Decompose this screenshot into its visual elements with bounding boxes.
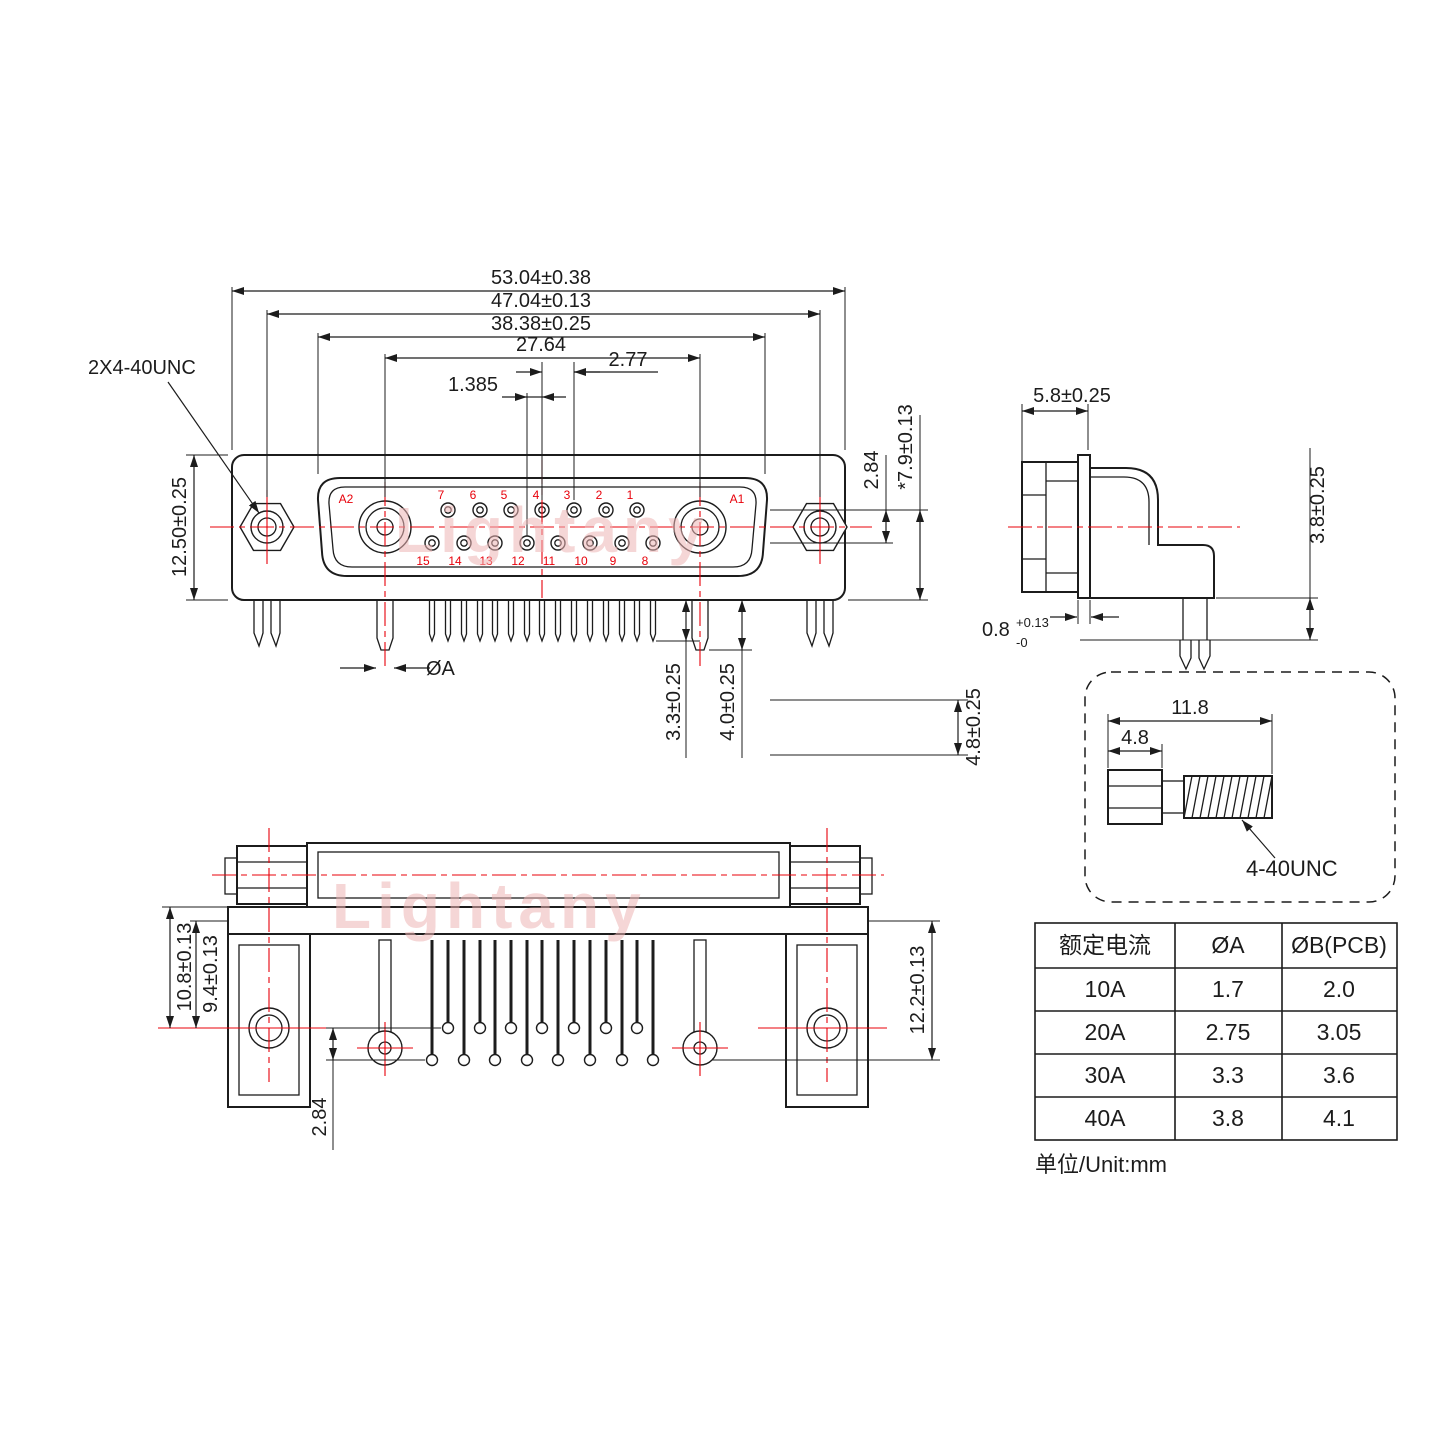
dim-9-4: 9.4±0.13 xyxy=(200,935,222,1013)
pcb-holes-shallow xyxy=(441,1021,644,1035)
front-view-centerlines xyxy=(210,460,872,666)
contacts-bottom-row xyxy=(424,535,661,551)
dim-1-385: 1.385 xyxy=(448,374,498,396)
pin-label-6: 6 xyxy=(470,488,477,502)
table-header-phi-b: ØB(PCB) xyxy=(1291,932,1387,958)
screw-dimensions xyxy=(1107,714,1276,859)
dim-2-77: 2.77 xyxy=(609,349,648,371)
watermark: Lightany xyxy=(332,870,647,942)
dim-3-3: 3.3±0.25 xyxy=(663,663,685,741)
pin-label-2: 2 xyxy=(596,488,603,502)
cell-current-10a: 10A xyxy=(1085,976,1127,1002)
pin-label-11: 11 xyxy=(543,554,556,568)
pin-label-a1: A1 xyxy=(730,492,745,506)
bottom-view-centerlines xyxy=(158,828,887,1082)
screw-thread-label: 4-40UNC xyxy=(1246,856,1338,881)
pin-label-3: 3 xyxy=(564,488,571,502)
pin-label-12: 12 xyxy=(511,554,525,568)
table-row: 30A 3.3 3.6 xyxy=(1085,1062,1355,1088)
dim-7-9: *7.9±0.13 xyxy=(895,404,917,490)
table-row: 10A 1.7 2.0 xyxy=(1085,976,1355,1002)
cell-phia-10a: 1.7 xyxy=(1212,976,1244,1002)
bottom-view-dimensions xyxy=(162,906,940,1150)
pin-label-10: 10 xyxy=(574,554,588,568)
front-view-dimensions xyxy=(167,287,928,758)
dim-10-8: 10.8±0.13 xyxy=(174,923,196,1012)
dim-2-84-bottom: 2.84 xyxy=(309,1098,331,1137)
table-header-phi-a: ØA xyxy=(1211,932,1245,958)
dim-47: 47.04±0.13 xyxy=(491,290,591,312)
table-row: 40A 3.8 4.1 xyxy=(1085,1105,1355,1131)
coax-lead-a1 xyxy=(693,939,707,1033)
front-view: 53.04±0.38 47.04±0.13 38.38±0.25 27.64 2… xyxy=(88,267,928,758)
pcb-leads-shallow xyxy=(446,940,639,1022)
pin-label-5: 5 xyxy=(501,488,508,502)
pcb-leads-deep xyxy=(430,940,655,1054)
dim-3-8: 3.8±0.25 xyxy=(1307,466,1329,544)
pin-label-1: 1 xyxy=(627,488,634,502)
dim-11-8: 11.8 xyxy=(1171,697,1208,719)
screw-detail: 11.8 4.8 4-40UNC xyxy=(1084,671,1396,903)
bottom-view: 10.8±0.13 9.4±0.13 12.2±0.13 2.84 xyxy=(158,828,940,1150)
dim-2-84-right: 2.84 xyxy=(861,451,883,490)
pin-label-15: 15 xyxy=(416,554,430,568)
screw-detail-box xyxy=(1084,671,1396,903)
table-header-current: 额定电流 xyxy=(1059,932,1151,958)
pin-label-a2: A2 xyxy=(339,492,354,506)
dim-phi-a: ØA xyxy=(426,658,456,680)
watermark: Lightany xyxy=(395,494,710,566)
dim-0-8: 0.8 xyxy=(982,619,1010,641)
dim-12-50: 12.50±0.25 xyxy=(169,477,191,577)
side-view-outline xyxy=(1021,454,1215,671)
pin-label-9: 9 xyxy=(610,554,617,568)
pin-labels: A2 7 6 5 4 3 2 1 A1 15 14 13 12 11 10 9 … xyxy=(339,488,745,568)
pin-label-13: 13 xyxy=(479,554,493,568)
dim-27: 27.64 xyxy=(516,334,566,356)
pin-label-7: 7 xyxy=(438,488,445,502)
cell-current-30a: 30A xyxy=(1085,1062,1127,1088)
dim-38: 38.38±0.25 xyxy=(491,313,591,335)
dim-4-0: 4.0±0.25 xyxy=(717,663,739,741)
dim-4-8-screw: 4.8 xyxy=(1121,727,1149,749)
pin-label-14: 14 xyxy=(448,554,462,568)
dim-53: 53.04±0.38 xyxy=(491,267,591,289)
cell-current-20a: 20A xyxy=(1085,1019,1127,1045)
cell-phib-10a: 2.0 xyxy=(1323,976,1355,1002)
coax-lead-a2 xyxy=(378,939,392,1033)
dim-5-8: 5.8±0.25 xyxy=(1033,385,1111,407)
dim-4-8-side: 4.8±0.25 xyxy=(963,688,985,766)
dim-0-8-lower-tol: -0 xyxy=(1016,635,1028,650)
cell-current-40a: 40A xyxy=(1085,1105,1127,1131)
table-row: 20A 2.75 3.05 xyxy=(1085,1019,1362,1045)
pcb-holes-deep xyxy=(425,1053,660,1067)
side-view: 5.8±0.25 3.8±0.25 0.8 +0.13 -0 4.8±0.25 xyxy=(770,385,1329,766)
cell-phia-30a: 3.3 xyxy=(1212,1062,1244,1088)
front-pins-row xyxy=(428,600,657,643)
cell-phib-40a: 4.1 xyxy=(1323,1105,1355,1131)
pin-label-8: 8 xyxy=(642,554,649,568)
cell-phib-20a: 3.05 xyxy=(1317,1019,1362,1045)
spec-table: 额定电流 ØA ØB(PCB) 10A 1.7 2.0 20A 2.75 3.0… xyxy=(1034,922,1398,1177)
dim-12-2: 12.2±0.13 xyxy=(907,946,929,1035)
unit-note: 单位/Unit:mm xyxy=(1035,1152,1167,1177)
screw-outline xyxy=(1107,769,1273,825)
dim-0-8-upper-tol: +0.13 xyxy=(1016,615,1049,630)
cell-phia-20a: 2.75 xyxy=(1206,1019,1251,1045)
contacts-top-row xyxy=(440,502,645,518)
side-view-dimensions xyxy=(770,404,1318,756)
thread-callout: 2X4-40UNC xyxy=(88,357,196,379)
cell-phia-40a: 3.8 xyxy=(1212,1105,1244,1131)
cell-phib-30a: 3.6 xyxy=(1323,1062,1355,1088)
pin-label-4: 4 xyxy=(533,488,540,502)
